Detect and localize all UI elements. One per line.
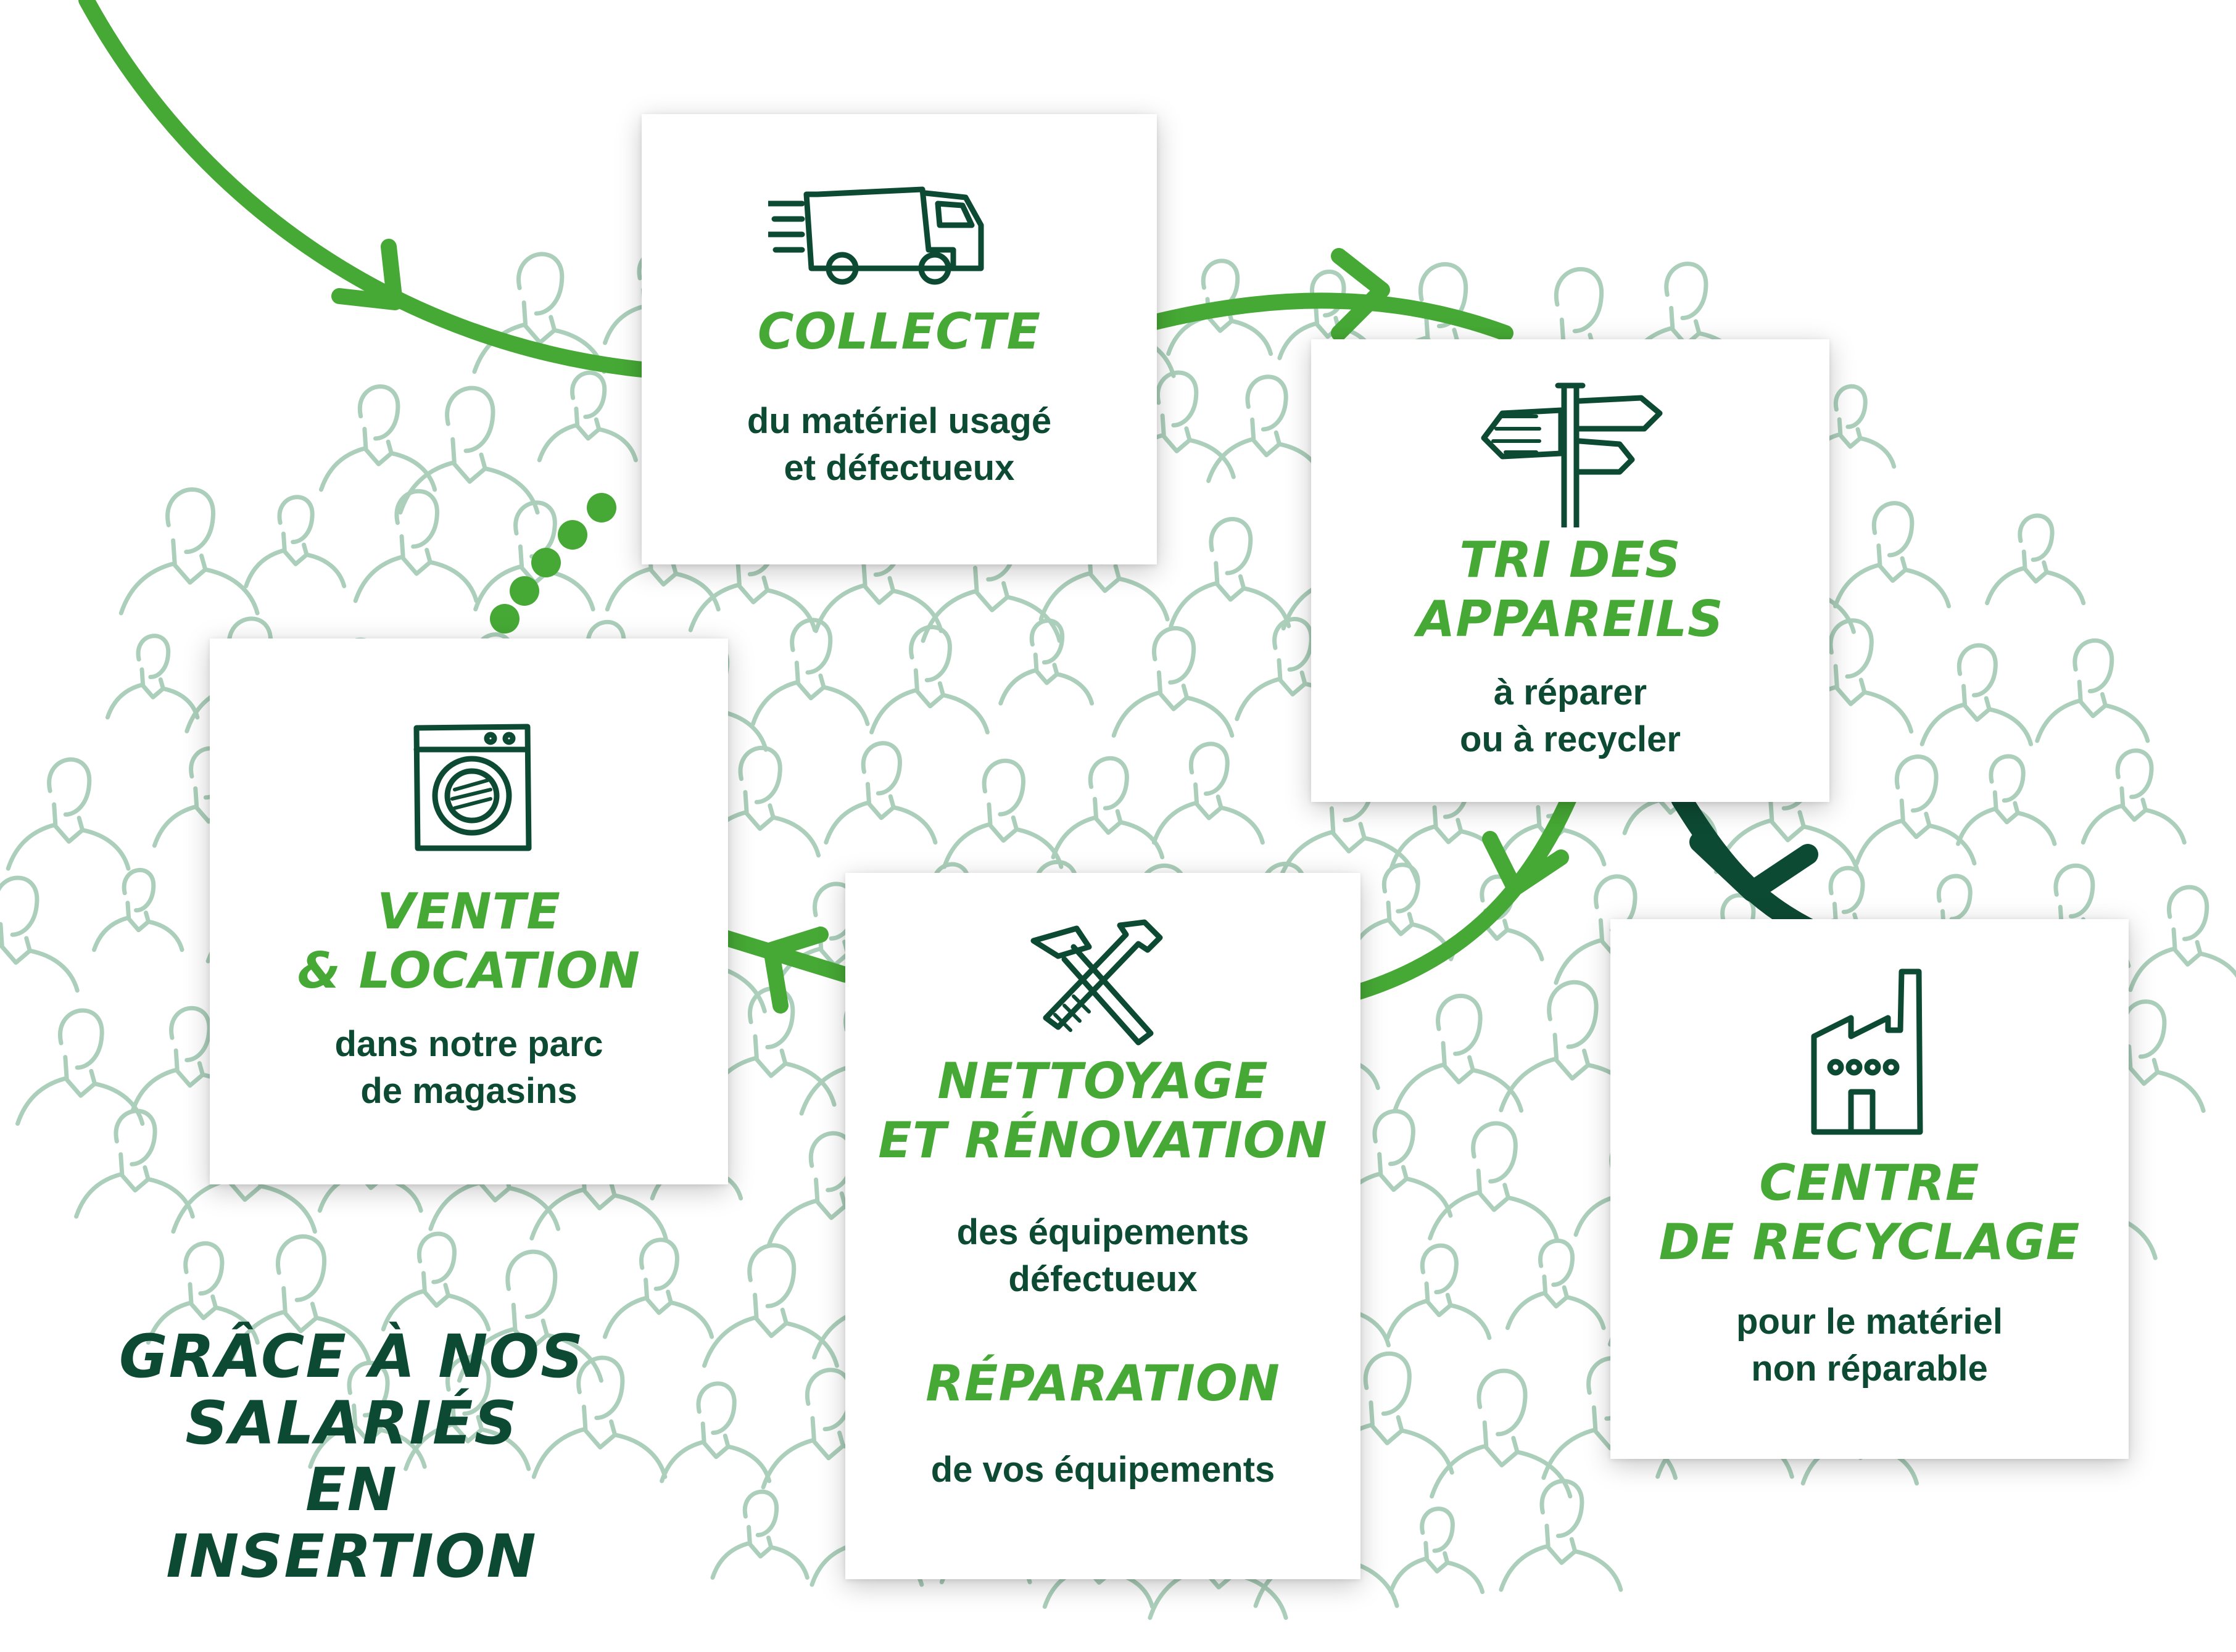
arrowhead-tri-to-nettoyage — [1482, 831, 1569, 896]
step-description: pour le matériel non réparable — [1736, 1302, 2003, 1389]
crowd-figure — [228, 1234, 371, 1365]
crowd-figure — [1151, 741, 1265, 845]
crowd-figure — [1166, 258, 1273, 356]
crowd-figure — [6, 757, 131, 871]
crowd-figure — [660, 1381, 772, 1484]
crowd-figure — [244, 495, 347, 589]
arrowhead-collecte-to-tri — [1331, 248, 1390, 341]
arrowhead-nettoyage-to-vente — [763, 927, 829, 1014]
step-card-nettoyage: NETTOYAGE ET RÉNOVATION des équipements … — [845, 873, 1360, 1579]
crowd-figure — [118, 487, 260, 616]
crowd-figure — [2128, 885, 2236, 993]
crowd-figure — [184, 616, 313, 733]
crowd-figure — [146, 1241, 260, 1345]
crowd-figure — [537, 370, 638, 463]
flow-arrow-tri-to-nettoyage — [1346, 788, 1578, 1001]
step-title-secondary: RÉPARATION — [925, 1355, 1280, 1412]
crowd-figure — [1430, 1368, 1573, 1499]
crowd-figure — [1554, 874, 1676, 985]
step-card-collecte: COLLECTE du matériel usagé et défectueux — [642, 114, 1157, 564]
step-title: CENTRE DE RECYCLAGE — [1658, 1154, 2081, 1271]
crowd-figure — [1169, 517, 1291, 629]
crowd-figure — [750, 617, 870, 726]
crowd-figure — [1854, 754, 1977, 865]
crowd-figure — [1985, 513, 2086, 606]
step-description: du matériel usagé et défectueux — [747, 401, 1052, 488]
dotted-return-path — [490, 493, 616, 634]
crowd-figure — [74, 1109, 195, 1219]
crowd-figure — [381, 1231, 491, 1332]
crowd-figure — [531, 1355, 668, 1479]
crowd-figure — [15, 1008, 145, 1126]
crowd-figure — [404, 1355, 531, 1471]
crowd-figure — [942, 758, 1064, 869]
crowd-figure — [1277, 269, 1377, 360]
crowd-figure — [998, 618, 1095, 706]
caption-insertion: GRÂCE À NOS SALARIÉS EN INSERTION — [118, 1322, 585, 1591]
crowd-figure — [319, 384, 437, 492]
crowd-figure — [1206, 374, 1325, 483]
flow-arrow-collecte-to-tri — [1140, 292, 1513, 341]
crowd-figure — [1347, 862, 1454, 959]
crowd-figure — [1388, 1506, 1485, 1595]
crowd-figure — [869, 625, 990, 735]
crowd-figure — [1956, 754, 2057, 846]
crowd-figure — [1051, 756, 1165, 860]
step-title: COLLECTE — [757, 303, 1041, 360]
crowd-figure — [1235, 617, 1349, 722]
crowd-figure — [1428, 1121, 1559, 1241]
step-description: dans notre parc de magasins — [334, 1024, 603, 1111]
crowd-figure — [1505, 1238, 1606, 1331]
factory-icon — [1811, 968, 1923, 1135]
arrowhead-entry — [331, 239, 403, 310]
step-title: VENTE & LOCATION — [297, 883, 640, 999]
crowd-figure — [2081, 748, 2187, 845]
crowd-figure — [92, 867, 184, 952]
crowd-figure — [602, 1237, 714, 1339]
crowd-figure — [1833, 501, 1952, 609]
crowd-figure — [1111, 626, 1235, 738]
washing-machine-icon — [413, 724, 532, 851]
crowd-figure — [0, 875, 80, 993]
step-description: des équipements défectueux — [956, 1212, 1249, 1299]
crowd-figure — [710, 1489, 810, 1580]
step-description: à réparer ou à recycler — [1460, 672, 1681, 759]
arrowhead-tri-to-recyclage — [1689, 832, 1818, 902]
crowd-figure — [473, 500, 595, 612]
crowd-figure — [824, 741, 938, 845]
crowd-figure — [398, 386, 540, 515]
crowd-figure — [353, 489, 479, 603]
step-card-tri: TRI DES APPAREILS à réparer ou à recycle… — [1311, 339, 1829, 802]
delivery-truck-icon — [768, 186, 984, 285]
crowd-figure — [1393, 993, 1524, 1113]
crowd-figure — [2035, 638, 2150, 743]
flow-arrow-nettoyage-to-vente — [717, 930, 853, 983]
step-description-secondary: de vos équipements — [930, 1450, 1275, 1490]
crowd-figure — [457, 1249, 603, 1383]
crowd-figure — [1499, 1479, 1623, 1592]
step-card-vente: VENTE & LOCATION dans notre parc de maga… — [210, 638, 728, 1184]
crowd-figure — [1499, 980, 1644, 1113]
crowd-figure — [1385, 1243, 1492, 1340]
tools-icon — [1030, 919, 1163, 1046]
crowd-figure — [308, 1360, 427, 1469]
step-title: TRI DES APPAREILS — [1417, 531, 1724, 648]
step-card-recyclage: CENTRE DE RECYCLAGE pour le matériel non… — [1610, 919, 2129, 1459]
crowd-figure — [1919, 643, 2034, 746]
signpost-icon — [1481, 382, 1663, 527]
crowd-figure — [130, 1006, 249, 1113]
step-title: NETTOYAGE ET RÉNOVATION — [878, 1052, 1328, 1169]
crowd-figure — [105, 634, 200, 720]
crowd-figure — [702, 1243, 839, 1368]
flow-arrow-entry — [78, 0, 656, 378]
